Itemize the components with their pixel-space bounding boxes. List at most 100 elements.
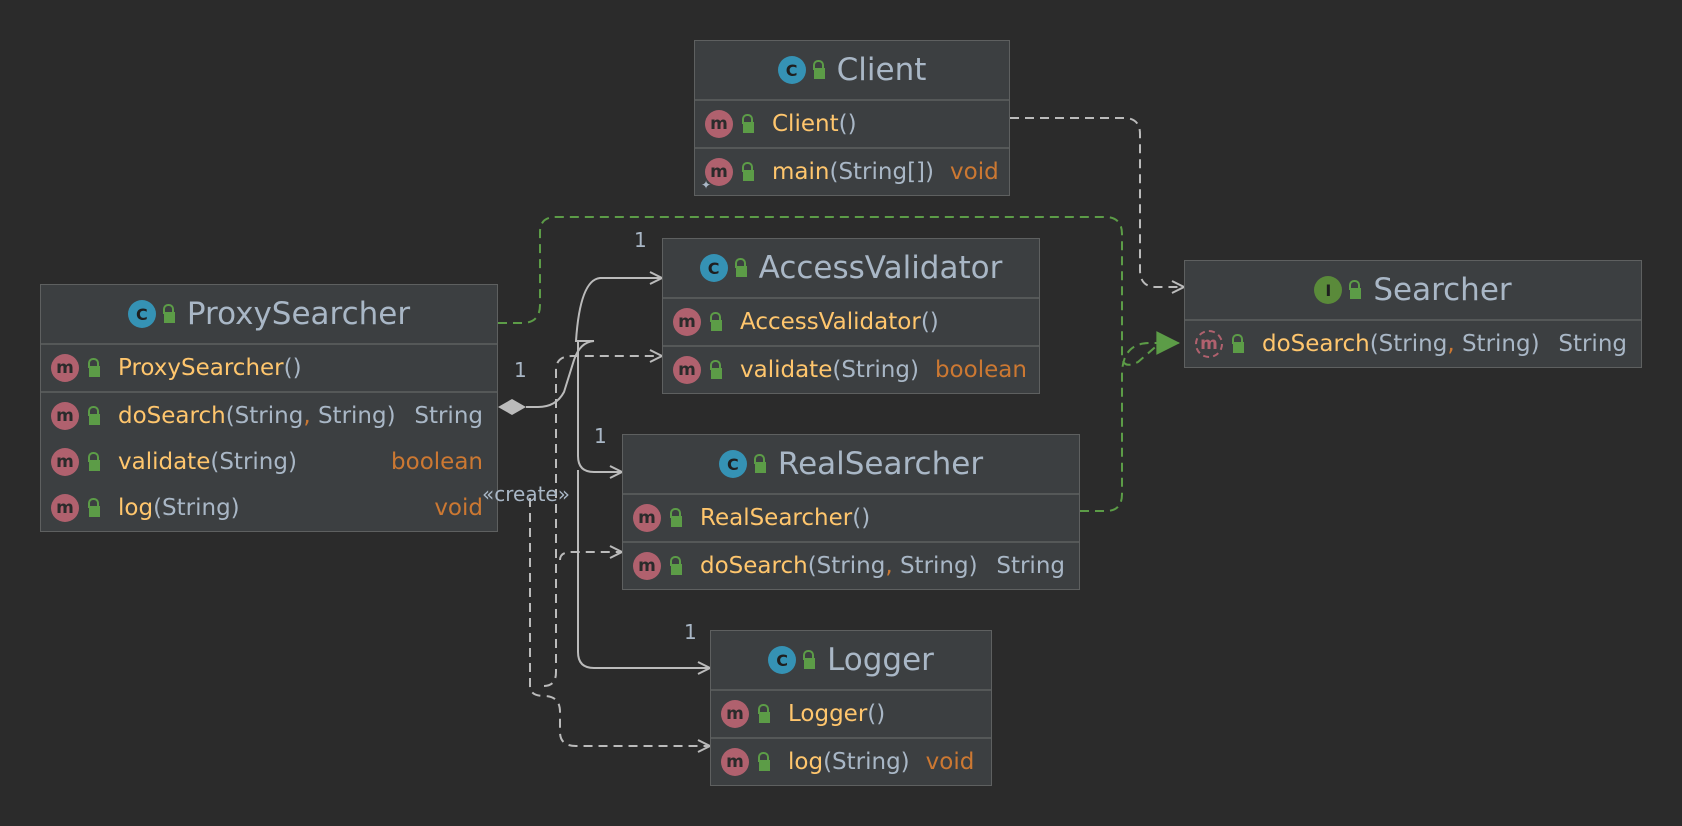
edge-proxy-logger [577, 470, 710, 668]
class-header: C Client [695, 41, 1009, 101]
constructor-section: m RealSearcher() [623, 495, 1079, 543]
method-name: validate [740, 357, 833, 383]
method-params: () [838, 111, 857, 137]
edge-proxy-realsearcher [577, 341, 622, 472]
methods-section: m validate(String) boolean [663, 347, 1039, 393]
interface-searcher[interactable]: I Searcher m doSearch(String, String) St… [1184, 260, 1642, 368]
param-separator: , [303, 403, 311, 429]
method-icon: m [51, 448, 79, 476]
class-name: Logger [827, 642, 934, 678]
member-row[interactable]: m validate(String) boolean [663, 347, 1039, 393]
abstract-method-icon: m [1195, 330, 1223, 358]
method-name: Client [772, 111, 839, 137]
class-header: C Logger [711, 631, 991, 691]
method-params: (String, String) [808, 553, 978, 579]
param-separator: , [885, 553, 893, 579]
public-lock-icon [670, 507, 682, 527]
param-2: String) [892, 553, 978, 579]
param-1: (String [225, 403, 304, 429]
edge-proxy-accessvalidator [526, 278, 662, 408]
return-type: String [996, 553, 1065, 579]
edge-create-logger [529, 498, 710, 746]
member-row[interactable]: m RealSearcher() [623, 495, 1079, 541]
public-lock-icon [1349, 279, 1362, 299]
class-logger[interactable]: C Logger m Logger() m log(String) void [710, 630, 992, 786]
method-params: () [852, 505, 871, 531]
method-name: Logger [788, 701, 868, 727]
class-client[interactable]: C Client m Client() m✦ main(String[]) vo… [694, 40, 1010, 196]
edge-client-searcher [1010, 117, 1184, 287]
public-lock-icon [88, 497, 100, 517]
param-2: String) [310, 403, 396, 429]
method-name: main [772, 159, 830, 185]
public-lock-icon [734, 257, 747, 277]
method-name: RealSearcher [700, 505, 853, 531]
methods-section: m✦ main(String[]) void [695, 149, 1009, 195]
method-icon: m [51, 494, 79, 522]
methods-section: m doSearch(String, String) String m vali… [41, 393, 497, 531]
class-name: Searcher [1373, 272, 1512, 308]
public-lock-icon [812, 59, 825, 79]
method-name: doSearch [700, 553, 808, 579]
member-row[interactable]: m Client() [695, 101, 1009, 147]
param-1: (String [1369, 331, 1448, 357]
method-name: ProxySearcher [118, 355, 284, 381]
method-params: () [283, 355, 302, 381]
constructor-section: m Client() [695, 101, 1009, 149]
member-row[interactable]: m doSearch(String, String) String [1185, 321, 1641, 367]
member-row[interactable]: m log(String) void [711, 739, 991, 785]
return-type: String [414, 403, 483, 429]
public-lock-icon [1232, 333, 1244, 353]
class-icon: C [718, 450, 747, 478]
return-type: String [1558, 331, 1627, 357]
method-params: (String) [823, 749, 910, 775]
method-params: () [867, 701, 886, 727]
class-proxy-searcher[interactable]: C ProxySearcher m ProxySearcher() m doSe… [40, 284, 498, 532]
member-row[interactable]: m doSearch(String, String) String [623, 543, 1079, 589]
member-row[interactable]: m✦ main(String[]) void [695, 149, 1009, 195]
class-real-searcher[interactable]: C RealSearcher m RealSearcher() m doSear… [622, 434, 1080, 590]
method-params: (String) [153, 495, 240, 521]
member-row[interactable]: m validate(String) boolean [41, 439, 497, 485]
method-icon: m [673, 308, 701, 336]
methods-section: m log(String) void [711, 739, 991, 785]
public-lock-icon [162, 303, 175, 323]
composition-diamond [498, 399, 526, 415]
method-icon: m [633, 552, 661, 580]
method-params: (String, String) [226, 403, 396, 429]
class-name: Client [836, 52, 927, 88]
interface-icon: I [1314, 276, 1343, 304]
public-lock-icon [710, 311, 722, 331]
param-2: String) [1454, 331, 1540, 357]
class-name: AccessValidator [758, 250, 1003, 286]
class-name: RealSearcher [777, 446, 984, 482]
create-stereotype-label: «create» [482, 482, 570, 506]
method-params: (String, String) [1370, 331, 1540, 357]
member-row[interactable]: m ProxySearcher() [41, 345, 497, 391]
return-type: void [925, 749, 975, 775]
method-params: (String) [210, 449, 297, 475]
member-row[interactable]: m doSearch(String, String) String [41, 393, 497, 439]
class-header: I Searcher [1185, 261, 1641, 321]
member-row[interactable]: m AccessValidator() [663, 299, 1039, 345]
class-header: C RealSearcher [623, 435, 1079, 495]
multiplicity-label: 1 [634, 228, 647, 252]
public-lock-icon [758, 751, 770, 771]
public-lock-icon [88, 405, 100, 425]
param-separator: , [1447, 331, 1455, 357]
class-access-validator[interactable]: C AccessValidator m AccessValidator() m … [662, 238, 1040, 394]
member-row[interactable]: m Logger() [711, 691, 991, 737]
method-params: () [920, 309, 939, 335]
public-lock-icon [742, 113, 754, 133]
member-row[interactable]: m log(String) void [41, 485, 497, 531]
method-params: (String) [832, 357, 919, 383]
method-params: (String[]) [829, 159, 935, 185]
return-type: boolean [934, 357, 1027, 383]
return-type: void [434, 495, 483, 521]
class-header: C ProxySearcher [41, 285, 497, 345]
public-lock-icon [803, 649, 816, 669]
class-header: C AccessValidator [663, 239, 1039, 299]
method-icon: m [633, 504, 661, 532]
class-name: ProxySearcher [186, 296, 411, 332]
